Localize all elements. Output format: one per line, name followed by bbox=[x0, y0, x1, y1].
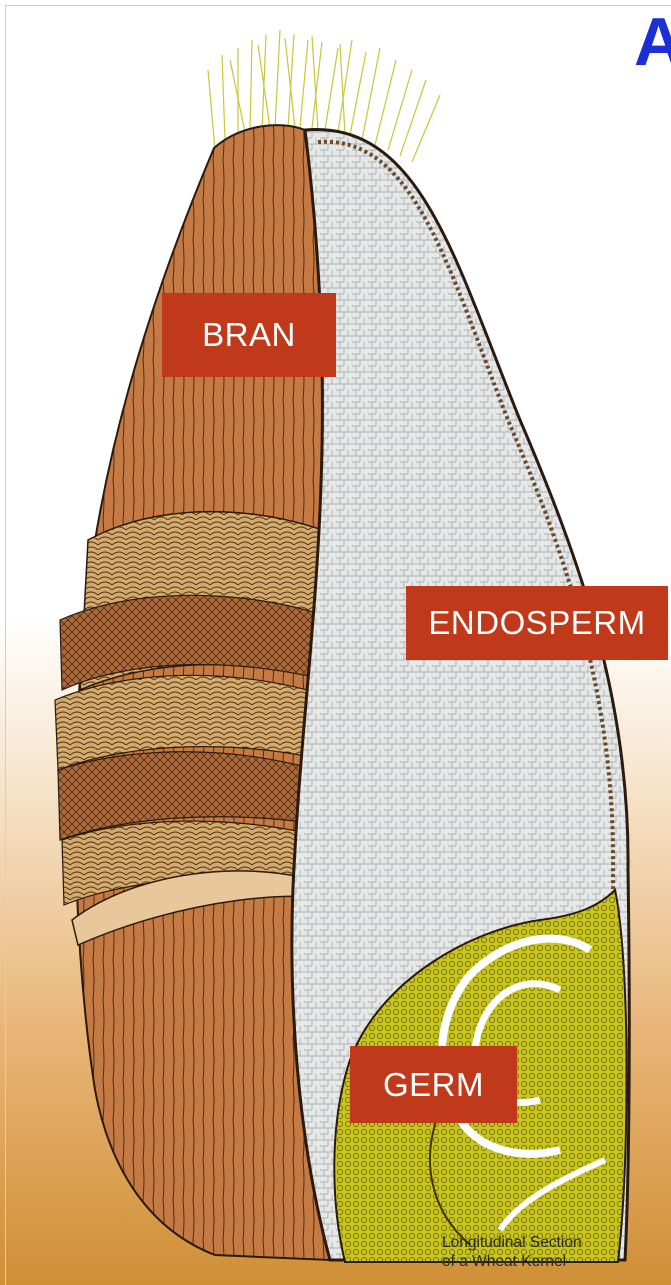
endosperm-label: ENDOSPERM bbox=[406, 586, 668, 660]
caption-line-2: of a Wheat Kernel bbox=[442, 1252, 582, 1271]
germ-label: GERM bbox=[350, 1046, 517, 1123]
figure-caption: Longitudinal Section of a Wheat Kernel bbox=[442, 1233, 582, 1271]
caption-line-1: Longitudinal Section bbox=[442, 1233, 582, 1252]
bran-label: BRAN bbox=[162, 293, 336, 377]
slide-heading: A bbox=[634, 8, 671, 76]
